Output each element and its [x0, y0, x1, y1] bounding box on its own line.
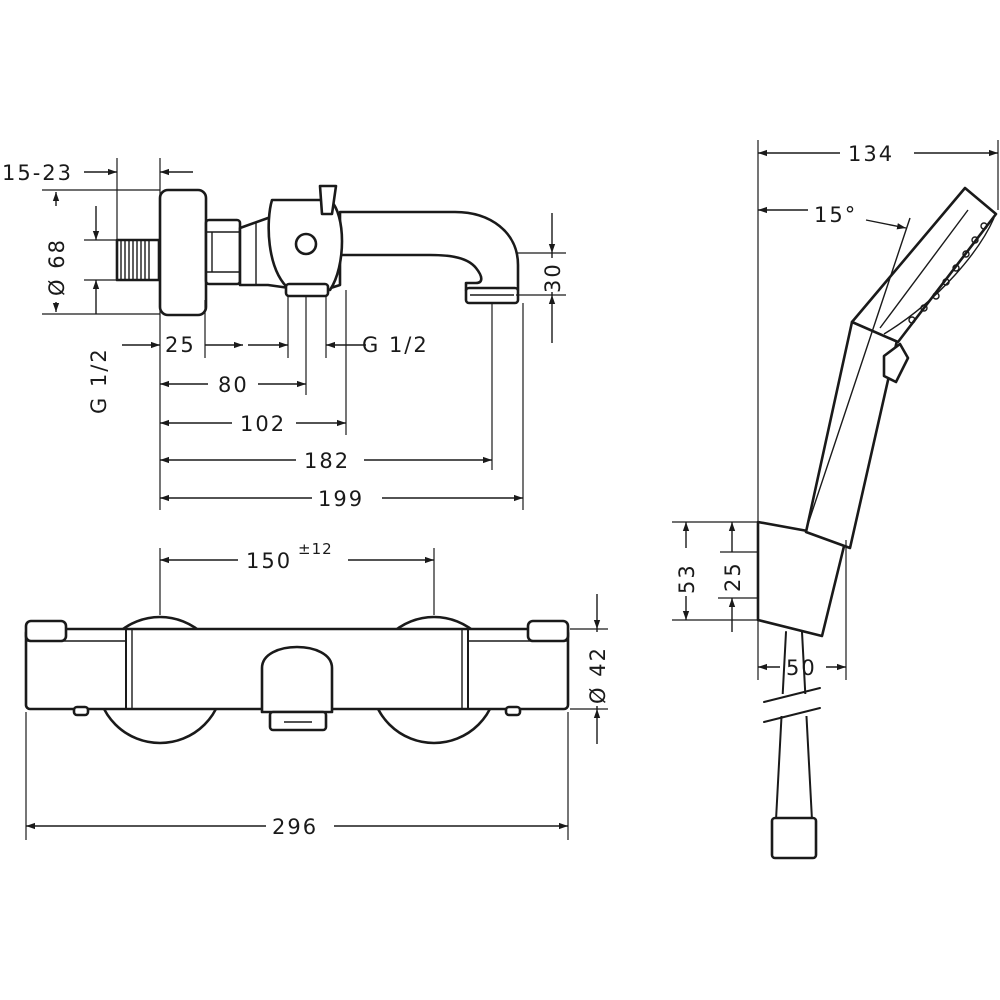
hex-nut	[204, 218, 242, 286]
dim-diameter-68: Ø 68	[45, 238, 69, 296]
dim-30: 30	[541, 262, 565, 293]
dim-296: 296	[272, 815, 318, 839]
dim-53: 53	[675, 563, 699, 594]
dim-199: 199	[318, 487, 364, 511]
dim-50: 50	[786, 656, 817, 680]
dim-150: 150	[246, 549, 292, 573]
dim-182: 182	[304, 449, 350, 473]
dim-134: 134	[848, 142, 894, 166]
hand-shower-view: 134 15° 53 25 50	[672, 140, 999, 860]
dim-thread-left: G 1/2	[87, 347, 111, 414]
spout	[338, 210, 520, 292]
control-knob	[267, 184, 344, 298]
front-spout	[260, 645, 334, 714]
shower-hose	[762, 631, 828, 860]
dim-102: 102	[240, 412, 286, 436]
dim-25-top: 25	[165, 333, 196, 357]
dim-thread-right: G 1/2	[362, 333, 429, 357]
side-view: 15-23 Ø 68 G 1/2 25 G 1/2 80 102 182	[2, 158, 566, 511]
shower-head	[850, 186, 998, 344]
dim-15-23: 15-23	[2, 161, 73, 185]
spray-nozzles	[908, 222, 988, 324]
dim-diameter-42: Ø 42	[586, 646, 610, 704]
threaded-inlet	[115, 238, 161, 282]
dim-25-holder: 25	[721, 561, 745, 592]
front-view: 150 ±12 Ø 42 296	[24, 540, 610, 840]
dim-angle: 15°	[814, 203, 857, 227]
dim-150-tolerance: ±12	[298, 540, 333, 558]
dim-80: 80	[218, 373, 249, 397]
wall-flange	[158, 188, 208, 317]
